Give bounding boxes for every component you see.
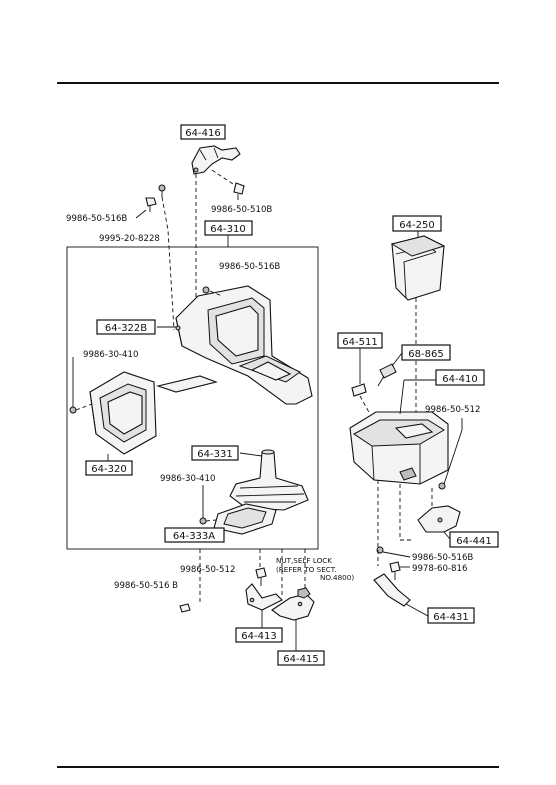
label-64-416: 64-416: [180, 124, 226, 140]
label-64-310-text: 64-310: [210, 224, 245, 235]
clip-64-511: [351, 383, 367, 397]
label-64-333a-text: 64-333A: [173, 531, 215, 542]
bracket-64-320: [89, 371, 157, 455]
label-64-413: 64-413: [235, 627, 283, 643]
note-line-1: NUT,SELF LOCK: [276, 556, 332, 565]
label-64-322b-text: 64-322B: [105, 323, 147, 334]
plate-64-322b: [155, 375, 218, 393]
label-64-320-text: 64-320: [91, 464, 126, 475]
label-64-322b: 64-322B: [96, 319, 156, 335]
leader: [405, 603, 429, 617]
note-line-3: NO.4800): [320, 573, 354, 582]
callout-9978-60-816: 9978-60-816: [412, 564, 467, 574]
callout-9986-30-410-a: 9986-30-410: [83, 350, 138, 360]
leader: [239, 452, 263, 457]
bezel-64-333a: [213, 503, 277, 535]
tray-64-250: [390, 235, 446, 301]
screw-9986-50-510b: [233, 182, 245, 200]
console-body-64-310: [175, 285, 313, 405]
label-64-310: 64-310: [204, 220, 253, 236]
label-64-250: 64-250: [392, 215, 442, 232]
label-64-431-text: 64-431: [433, 612, 468, 623]
label-68-865-text: 68-865: [408, 349, 443, 360]
callout-9986-50-516b-b: 9986-50-516B: [219, 262, 280, 272]
note-line-2: (REFER TO SECT.: [276, 565, 337, 574]
screw-9986-50-516b-mid: [202, 286, 210, 294]
top-rule: [57, 82, 499, 84]
screw-9995-20-8228: [145, 197, 157, 212]
leader: [382, 551, 411, 558]
label-64-333a: 64-333A: [164, 527, 225, 543]
bracket-64-413: [245, 583, 283, 611]
screw-9986-30-410-right: [199, 517, 217, 525]
screw-9986-50-516b-top: [158, 184, 166, 197]
screw-9986-50-512-lower: [255, 567, 267, 586]
nut-self-lock: [297, 587, 311, 599]
leader: [443, 531, 451, 540]
callout-9986-50-512-b: 9986-50-512: [425, 405, 480, 415]
leader: [161, 196, 175, 331]
screw-9986-50-516b-lower: [179, 603, 191, 613]
bracket-64-416: [191, 145, 241, 175]
screw-9986-50-512-right: [438, 482, 446, 490]
label-64-431: 64-431: [427, 607, 475, 624]
label-64-441: 64-441: [449, 531, 499, 548]
label-68-865: 68-865: [401, 344, 451, 361]
label-64-410: 64-410: [435, 369, 485, 386]
leader: [359, 395, 371, 415]
label-64-415-text: 64-415: [283, 654, 318, 665]
callout-9986-50-512-a: 9986-50-512: [180, 565, 235, 575]
leader: [391, 352, 403, 367]
label-64-250-text: 64-250: [399, 220, 434, 231]
leader: [443, 429, 463, 485]
bracket-64-441: [417, 505, 461, 533]
label-64-416-text: 64-416: [185, 128, 220, 139]
lamp-68-865: [377, 363, 397, 387]
callout-9995-20-8228: 9995-20-8228: [99, 234, 160, 244]
leader: [399, 379, 405, 415]
bolt-9978-60-816: [389, 561, 401, 580]
label-64-511-text: 64-511: [342, 337, 377, 348]
boot-64-331: [229, 449, 309, 511]
label-64-415: 64-415: [277, 650, 325, 666]
screw-9986-30-410-left: [69, 403, 93, 414]
leader: [209, 290, 223, 297]
callout-9986-50-510b: 9986-50-510B: [211, 205, 272, 215]
bracket-64-431: [373, 573, 411, 607]
callout-9986-50-516b-d: 9986-50-516B: [412, 553, 473, 563]
callout-9986-30-410-b: 9986-30-410: [160, 474, 215, 484]
callout-9986-50-516b-c: 9986-50-516 B: [114, 581, 178, 591]
leader: [211, 169, 237, 187]
label-64-511: 64-511: [337, 332, 383, 349]
label-64-441-text: 64-441: [456, 536, 491, 547]
bottom-rule: [57, 766, 499, 768]
leader: [135, 209, 147, 219]
label-64-331: 64-331: [191, 445, 239, 461]
assembly-frame: [66, 246, 319, 550]
console-rear-64-410: [349, 411, 449, 485]
leader: [399, 484, 412, 541]
bracket-64-415: [271, 593, 315, 621]
label-64-413-text: 64-413: [241, 631, 276, 642]
label-64-320: 64-320: [85, 460, 133, 476]
callout-9986-50-516b-a: 9986-50-516B: [66, 214, 127, 224]
screw-9986-50-516b-right: [376, 546, 384, 554]
label-64-331-text: 64-331: [197, 449, 232, 460]
label-64-410-text: 64-410: [442, 374, 477, 385]
